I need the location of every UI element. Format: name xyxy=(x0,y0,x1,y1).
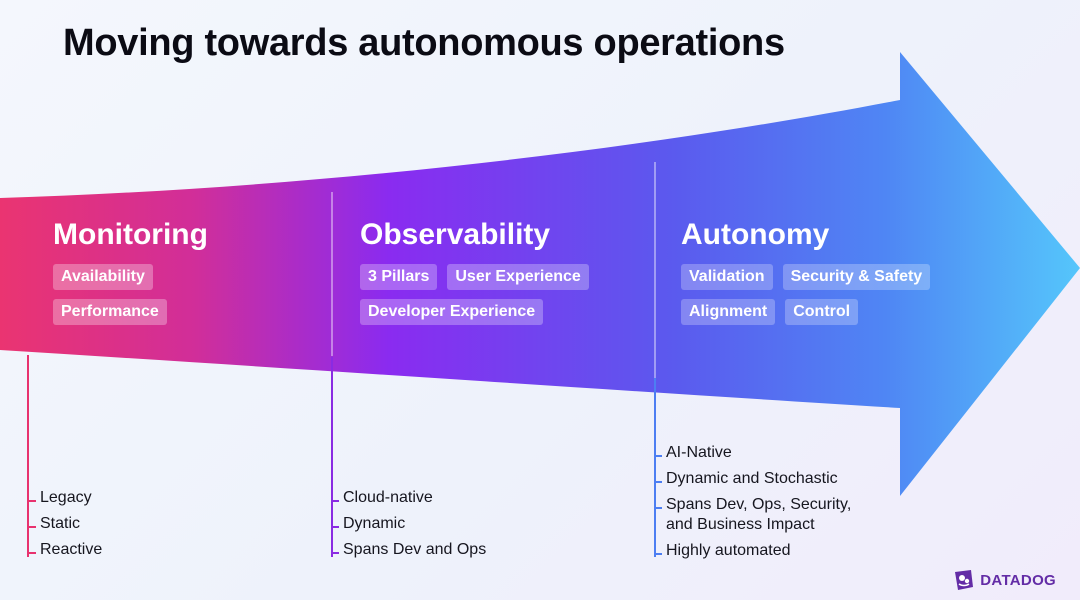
tag: Security & Safety xyxy=(782,264,931,290)
connector-line-monitoring xyxy=(27,355,29,557)
tag: User Experience xyxy=(447,264,589,290)
tag: Validation xyxy=(681,264,773,290)
tag: Availability xyxy=(53,264,153,290)
tag: Alignment xyxy=(681,299,776,325)
page-title: Moving towards autonomous operations xyxy=(63,22,785,64)
list-item: Highly automated xyxy=(654,538,851,564)
stage-autonomy: Autonomy Validation Security & Safety Al… xyxy=(681,218,931,334)
list-item: AI-Native xyxy=(654,440,851,466)
stage-monitoring: Monitoring Availability Performance xyxy=(53,218,208,334)
datadog-logo: DATADOG xyxy=(952,568,1056,592)
traits-autonomy: AI-Native Dynamic and Stochastic Spans D… xyxy=(654,440,851,564)
stage-title: Observability xyxy=(360,218,551,251)
list-item: Legacy xyxy=(28,485,102,511)
list-item: Dynamic and Stochastic xyxy=(654,466,851,492)
stage-title: Autonomy xyxy=(681,218,830,251)
list-item: Static xyxy=(28,511,102,537)
list-item: Cloud-native xyxy=(331,485,486,511)
connector-line-autonomy xyxy=(654,378,656,557)
traits-observability: Cloud-native Dynamic Spans Dev and Ops xyxy=(331,485,486,563)
traits-monitoring: Legacy Static Reactive xyxy=(28,485,102,563)
list-item: Reactive xyxy=(28,537,102,563)
tag: 3 Pillars xyxy=(360,264,438,290)
logo-text: DATADOG xyxy=(980,571,1056,589)
stage-title: Monitoring xyxy=(53,218,208,251)
stage-observability: Observability 3 Pillars User Experience … xyxy=(360,218,589,334)
tag: Developer Experience xyxy=(360,299,544,325)
arrow-body xyxy=(0,52,1080,496)
list-item: Dynamic xyxy=(331,511,486,537)
tag: Control xyxy=(785,299,859,325)
datadog-dog-icon xyxy=(955,570,974,590)
tag: Performance xyxy=(53,299,167,325)
list-item: Spans Dev, Ops, Security, and Business I… xyxy=(654,492,851,538)
connector-line-observability xyxy=(331,357,333,557)
list-item: Spans Dev and Ops xyxy=(331,537,486,563)
